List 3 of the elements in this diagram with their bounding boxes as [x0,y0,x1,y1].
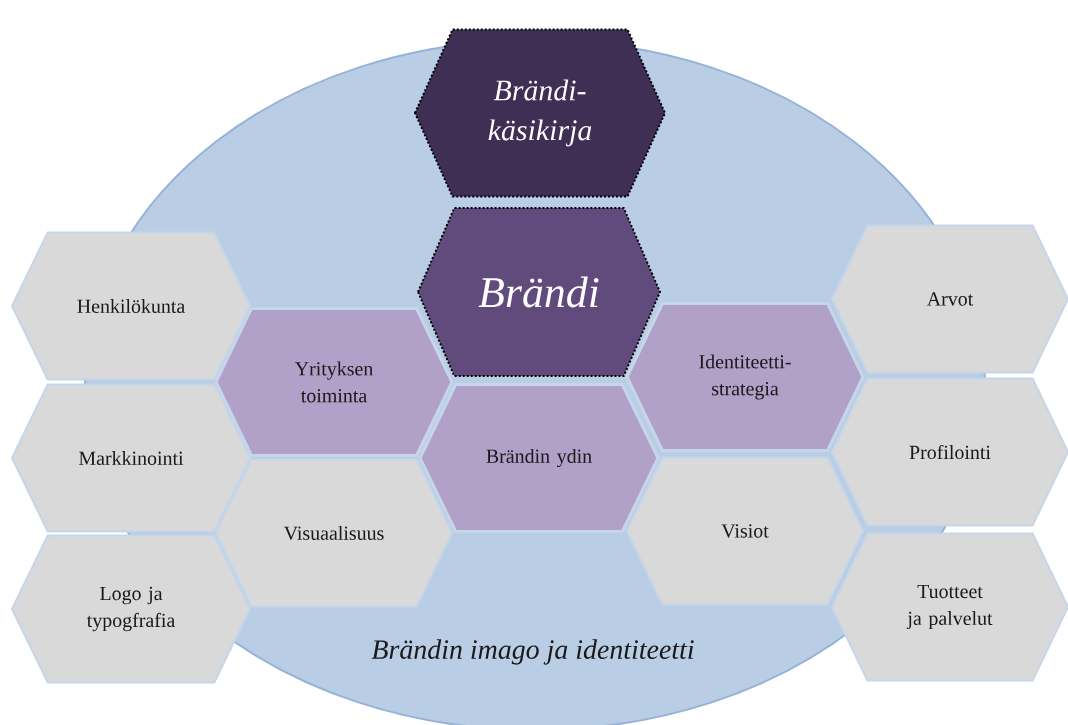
hexagon: Brändin ydin [418,383,660,533]
hexagon: Yrityksen toiminta [214,307,454,457]
hexagon: Identiteetti-strategia [625,302,865,452]
